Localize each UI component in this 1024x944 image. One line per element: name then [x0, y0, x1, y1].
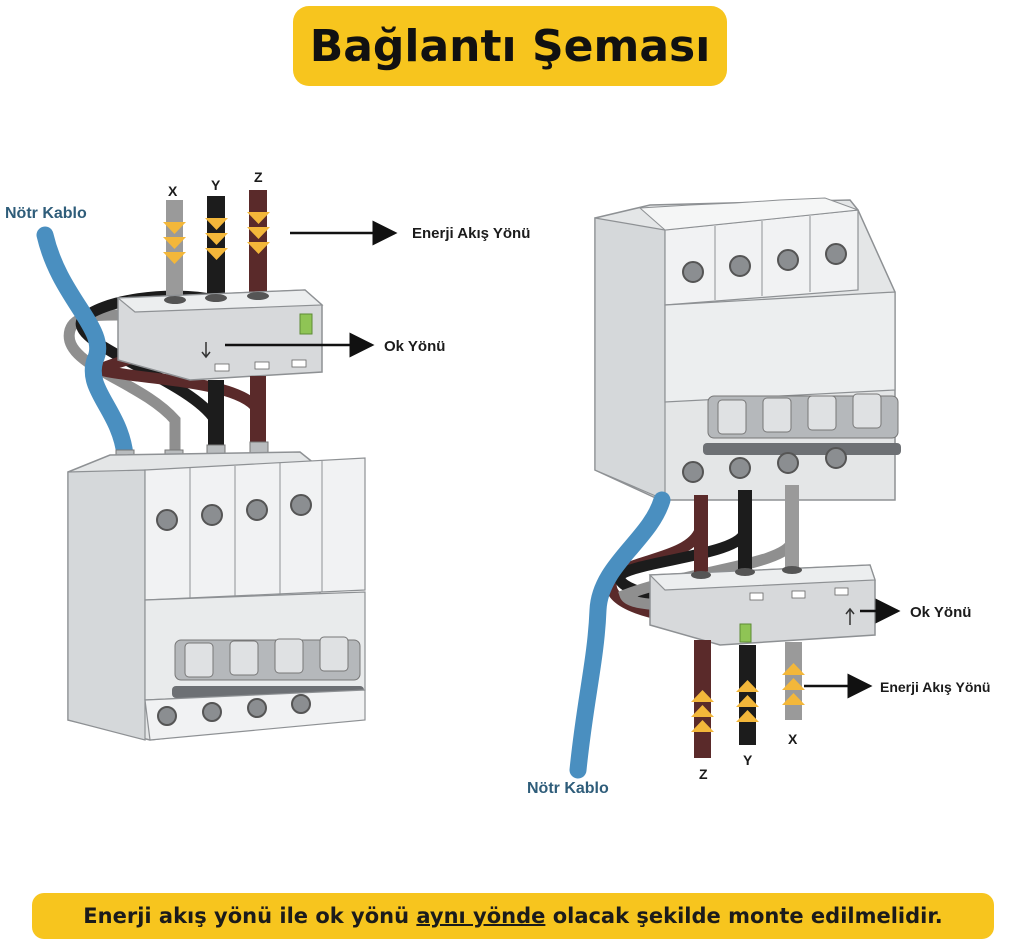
- left-phase-label-z: Z: [254, 169, 263, 185]
- left-assembly: Nötr Kablo X Y Z Enerji Akış Yönü Ok Yön…: [5, 169, 530, 741]
- left-neutral-cable: [36, 226, 134, 464]
- right-phase-device: [648, 564, 876, 646]
- right-phase-label-z: Z: [699, 766, 708, 782]
- note-text-after: olacak şekilde monte edilmelidir.: [552, 904, 943, 928]
- right-circuit-breaker: [594, 197, 901, 501]
- right-assembly: Z Y X Nötr Kablo Ok Yönü Enerji Akış Yön…: [527, 197, 990, 797]
- right-energy-flow-label: Enerji Akış Yönü: [880, 679, 990, 695]
- left-flow-arrows: [163, 212, 270, 264]
- right-flow-arrows: [691, 663, 805, 732]
- right-ok-label: Ok Yönü: [910, 604, 971, 621]
- left-ok-label: Ok Yönü: [384, 338, 445, 355]
- right-phase-label-y: Y: [743, 752, 753, 768]
- note-text-before: Enerji akış yönü ile ok yönü: [83, 904, 410, 928]
- left-phase-device: [116, 289, 324, 381]
- right-neutral-label: Nötr Kablo: [527, 780, 609, 797]
- title-badge: Bağlantı Şeması: [293, 6, 727, 86]
- right-direction-mark-icon: [845, 607, 855, 625]
- right-neutral-cable: [569, 491, 671, 779]
- left-energy-flow-label: Enerji Akış Yönü: [412, 225, 530, 242]
- left-phase-label-x: X: [168, 183, 178, 199]
- left-phase-label-y: Y: [211, 177, 221, 193]
- left-circuit-breaker: [67, 451, 366, 741]
- left-direction-mark-icon: [201, 342, 211, 359]
- right-phase-label-x: X: [788, 731, 798, 747]
- note-emphasis: aynı yönde: [416, 904, 546, 928]
- instruction-note: Enerji akış yönü ile ok yönü aynı yönde …: [32, 893, 994, 939]
- page-title: Bağlantı Şeması: [309, 20, 711, 72]
- left-neutral-label: Nötr Kablo: [5, 205, 87, 222]
